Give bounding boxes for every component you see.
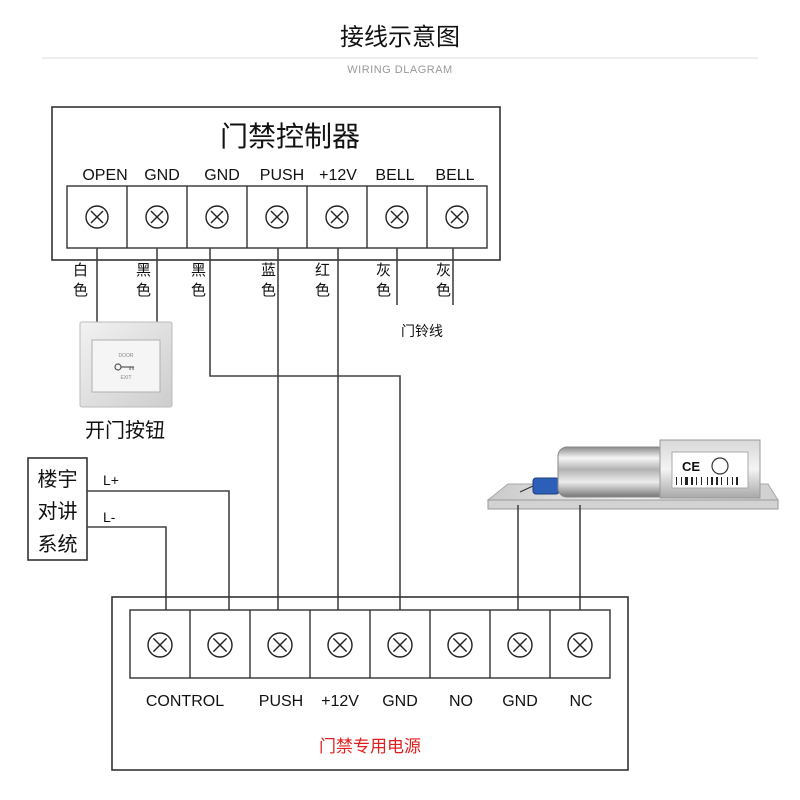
exit-button-label: 开门按钮 — [85, 418, 165, 442]
barcode-bar — [727, 477, 728, 485]
power-terminal-label: PUSH — [259, 693, 303, 710]
controller-terminal-1 — [145, 205, 169, 229]
wire-color-label: 红色 — [313, 262, 331, 302]
barcode-bar — [696, 477, 697, 485]
power-terminal-5 — [447, 632, 473, 658]
wire-l-minus — [87, 526, 167, 610]
power-supply: 门禁专用电源 — [111, 596, 629, 771]
barcode-bar — [701, 477, 702, 485]
page-title: 接线示意图 — [340, 23, 460, 51]
controller-wires — [96, 248, 454, 610]
barcode-bar — [732, 477, 733, 485]
power-supply-box — [111, 596, 629, 771]
wire-gnd-power — [209, 248, 401, 610]
lock-sticker — [671, 451, 749, 489]
power-supply-title: 门禁专用电源 — [319, 737, 421, 757]
wire-l-plus — [87, 490, 230, 610]
exit-button-bottom-text: EXIT — [120, 375, 131, 381]
power-terminal-3 — [327, 632, 353, 658]
controller-terminal-label: BELL — [375, 167, 414, 184]
lock-plate-front — [487, 499, 779, 510]
power-terminal-6 — [507, 632, 533, 658]
power-terminal-7 — [567, 632, 593, 658]
wire-color-label: 黑色 — [189, 262, 207, 302]
power-terminal-label: NC — [569, 693, 592, 710]
wire-color-label: 白色 — [71, 262, 89, 302]
controller-terminal-2 — [205, 205, 229, 229]
intercom-line-2: 对讲 — [38, 499, 78, 523]
exit-button-top-text: DOOR — [119, 353, 134, 359]
controller-terminal-label: GND — [204, 167, 240, 184]
controller-terminal-label: OPEN — [82, 167, 127, 184]
barcode-bar — [691, 477, 693, 485]
lock-quality-mark-icon — [711, 457, 729, 475]
controller-title: 门禁控制器 — [220, 120, 360, 153]
barcode-bar — [736, 477, 738, 485]
controller-terminal-4 — [325, 205, 349, 229]
intercom-line-3: 系统 — [38, 532, 78, 556]
barcode-bar — [721, 477, 722, 485]
barcode-bar — [681, 477, 682, 485]
exit-button-image: DOOR EXIT — [79, 321, 173, 408]
electric-lock-image: CE — [486, 439, 779, 610]
intercom-system: 楼宇 对讲 系统 L+ L- — [27, 457, 230, 610]
intercom-l-plus-label: L+ — [103, 472, 119, 488]
power-terminal-strip — [129, 609, 611, 679]
intercom-box — [27, 457, 88, 561]
power-terminal-label: CONTROL — [146, 693, 224, 710]
power-terminal-4 — [387, 632, 413, 658]
controller-terminal-3 — [265, 205, 289, 229]
barcode-bar — [685, 477, 688, 485]
controller-box — [51, 106, 501, 261]
page-subtitle: WIRING DLAGRAM — [347, 64, 452, 76]
controller-terminal-strip — [66, 185, 488, 249]
key-icon — [114, 363, 134, 371]
controller-terminal-label: GND — [144, 167, 180, 184]
power-terminal-label: NO — [449, 693, 473, 710]
barcode-bar — [676, 477, 677, 485]
barcode-bar — [711, 477, 713, 485]
controller-terminal-label: +12V — [319, 167, 357, 184]
lock-barcode — [676, 477, 738, 485]
exit-button-face — [91, 339, 161, 393]
power-terminal-1 — [207, 632, 233, 658]
power-terminal-label: GND — [382, 693, 418, 710]
power-terminal-0 — [147, 632, 173, 658]
access-controller: 门禁控制器 — [51, 106, 501, 261]
doorbell-wire-label: 门铃线 — [401, 324, 443, 340]
controller-terminal-0 — [85, 205, 109, 229]
controller-terminal-label: PUSH — [260, 167, 304, 184]
wire-color-label: 灰色 — [374, 262, 392, 302]
wire-color-label: 蓝色 — [259, 262, 277, 302]
controller-terminal-5 — [385, 205, 409, 229]
controller-terminal-label: BELL — [435, 167, 474, 184]
lock-connector-lead — [519, 485, 534, 493]
lock-cylinder — [557, 446, 667, 498]
power-terminal-label: GND — [502, 693, 538, 710]
controller-terminal-6 — [445, 205, 469, 229]
wire-color-label: 灰色 — [434, 262, 452, 302]
intercom-line-1: 楼宇 — [38, 467, 78, 491]
barcode-bar — [716, 477, 718, 485]
lock-cert-mark: CE — [682, 459, 700, 474]
power-terminal-label: +12V — [321, 693, 359, 710]
power-terminal-2 — [267, 632, 293, 658]
barcode-bar — [707, 477, 708, 485]
intercom-l-minus-label: L- — [103, 509, 116, 525]
wire-color-label: 黑色 — [134, 262, 152, 302]
lock-connector — [532, 477, 560, 495]
